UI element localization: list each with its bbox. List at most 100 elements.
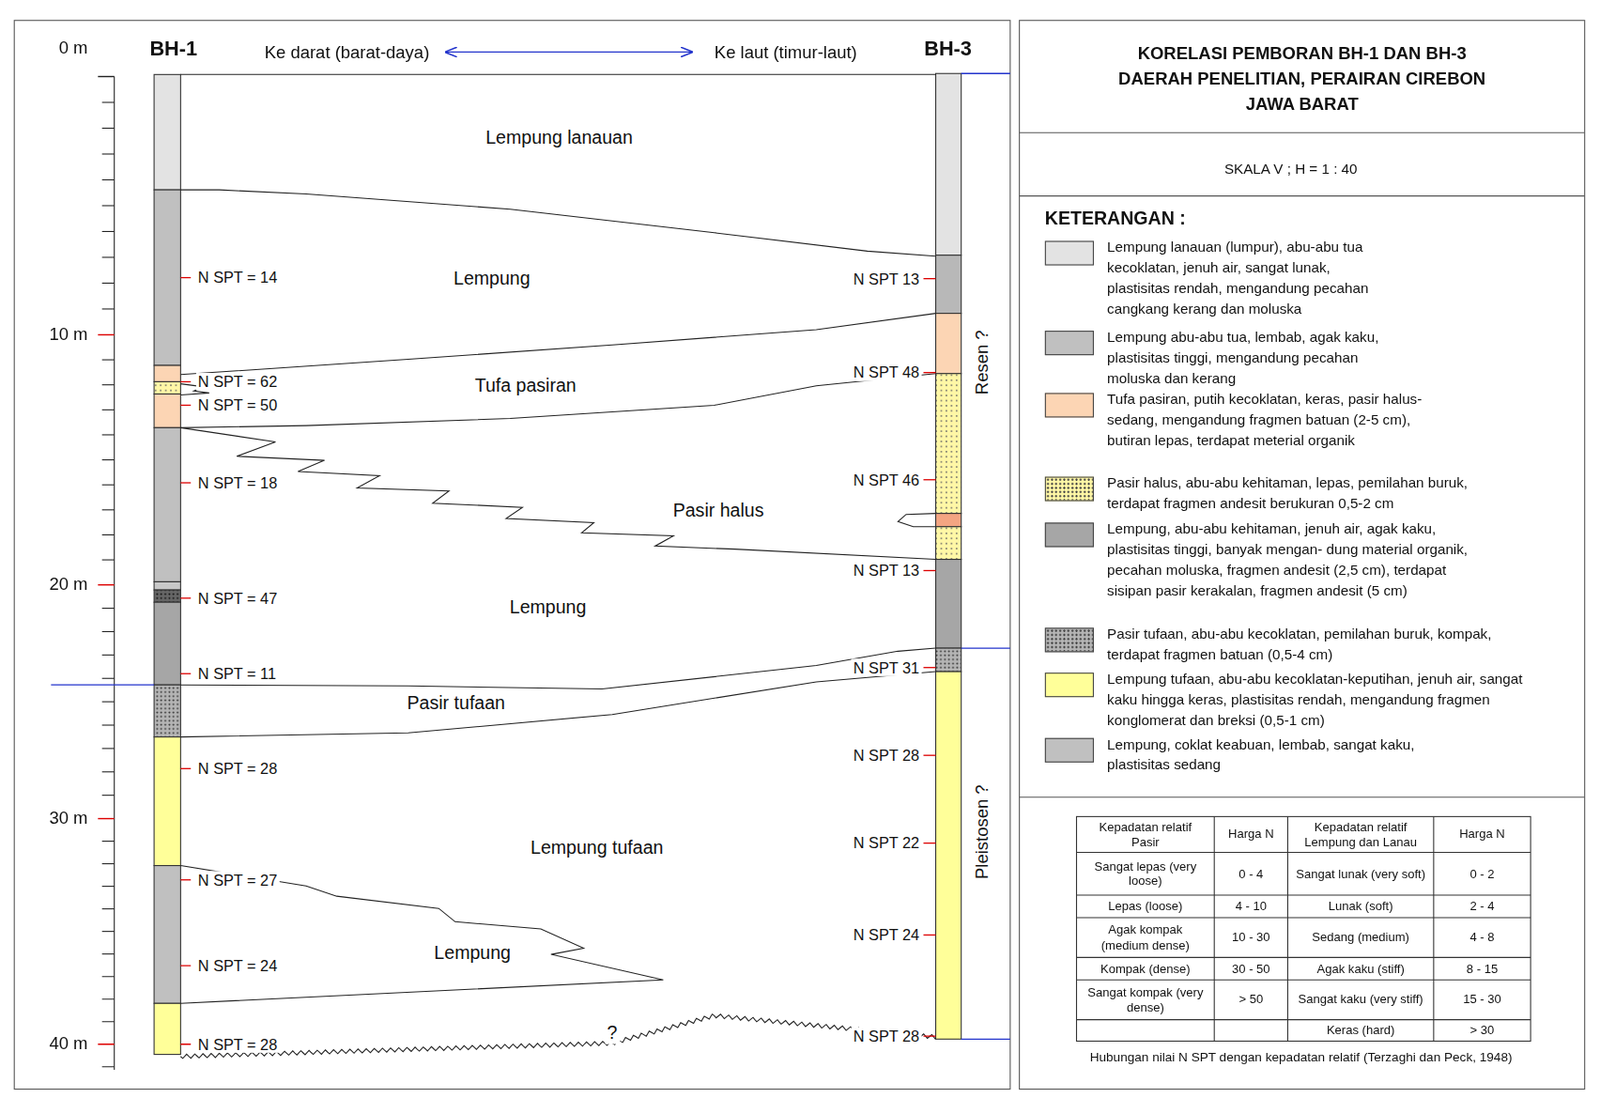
spt-value: N SPT = 27 [196,870,280,889]
table-cell: Agak kompak (medium dense) [1076,917,1216,957]
direction-label: Ke laut (timur-laut) [714,43,858,63]
age-label: Pleistosen ? [972,782,993,881]
depth-tick [102,179,115,181]
table-cell: Sangat lepas (very loose) [1076,851,1216,895]
depth-tick [97,334,114,336]
depth-label: 10 m [48,324,88,345]
depth-tick [102,770,115,772]
layer-name: Pasir halus [670,499,766,521]
table-cell: Sangat lunak (very soft) [1287,851,1433,895]
legend-swatch [1045,476,1094,502]
depth-tick [97,584,114,585]
spt-value: N SPT = 24 [196,956,280,975]
legend-swatch [1045,330,1094,355]
depth-tick [102,885,115,887]
depth-tick [102,723,115,725]
depth-tick [97,817,114,819]
legend-text: Lempung tufaan, abu-abu kecoklatan-keput… [1107,668,1536,730]
legend-text: Lempung, coklat keabuan, lembab, sangat … [1107,733,1434,774]
spt-value: N SPT 24 [851,925,923,944]
depth-tick [102,701,115,703]
depth-tick [102,484,115,486]
depth-label: 0 m [59,37,89,58]
spt-value: N SPT 28 [851,1027,923,1046]
depth-tick [102,384,115,385]
table-cell: Lepas (loose) [1076,894,1216,918]
table-cell: Sangat kaku (very stiff) [1287,979,1433,1019]
spt-value: N SPT = 11 [196,664,279,683]
layer-name: Lempung [431,942,513,964]
legend-swatch [1045,522,1094,547]
table-cell: Lunak (soft) [1287,894,1433,918]
depth-tick [102,359,115,361]
spt-value: N SPT = 14 [196,268,280,287]
spt-value: N SPT 31 [851,658,923,677]
table-cell: Harga N [1214,815,1288,852]
depth-tick [102,534,115,536]
depth-tick [102,256,115,258]
depth-tick [102,409,115,411]
depth-label: 30 m [48,808,88,829]
depth-tick [102,101,115,103]
depth-tick [102,559,115,561]
table-cell: 0 - 2 [1433,851,1531,895]
spt-value: N SPT 22 [851,833,923,852]
depth-tick [102,607,115,609]
table-cell: Agak kaku (stiff) [1287,956,1433,980]
depth-tick [102,930,115,932]
table-cell: 2 - 4 [1433,894,1531,918]
legend-swatch [1045,627,1094,652]
layer-name: Lempung tufaan [528,837,666,859]
legend-swatch [1045,240,1094,265]
legend-swatch [1045,738,1094,763]
legend-text: Tufa pasiran, putih kecoklatan, keras, p… [1107,388,1434,450]
depth-tick [102,433,115,435]
depth-tick [102,1065,115,1067]
layer-name: Lempung [451,267,533,289]
spt-value: N SPT = 62 [196,372,280,391]
layer-name: Tufa pasiran [472,375,578,397]
spt-value: N SPT = 50 [196,396,280,415]
depth-tick [102,975,115,977]
table-cell: > 30 [1433,1019,1531,1042]
depth-tick [102,998,115,1000]
legend-text: Pasir halus, abu-abu kehitaman, lepas, p… [1107,472,1495,513]
table-cell: Sangat kompak (very dense) [1076,979,1216,1019]
table-cell: Kepadatan relatif Pasir [1076,815,1216,852]
depth-tick [97,76,114,77]
borehole-name: BH-3 [923,37,972,62]
table-cell: 0 - 4 [1214,851,1288,895]
depth-tick [102,282,115,284]
legend-text: Lempung lanauan (lumpur), abu-abu tua ke… [1107,236,1388,319]
legend-swatch [1045,672,1094,697]
depth-tick [102,153,115,154]
scale-note: SKALA V ; H = 1 : 40 [1224,160,1358,177]
depth-tick [102,794,115,796]
table-cell: Harga N [1433,815,1531,852]
depth-tick [102,204,115,206]
table-cell: 10 - 30 [1214,917,1288,957]
layer-name: Lempung [507,596,589,617]
spt-value: N SPT 13 [851,561,923,580]
layer-name: Lempung lanauan [483,126,635,148]
spt-value: N SPT = 28 [196,759,280,778]
borehole-name: BH-1 [149,37,198,62]
table-cell: 30 - 50 [1214,956,1288,980]
depth-tick [102,230,115,232]
depth-tick [97,1043,114,1045]
legend-swatch [1045,392,1094,417]
depth-tick [102,953,115,954]
depth-tick [102,654,115,656]
table-cell: Keras (hard) [1287,1019,1433,1042]
spt-value: N SPT 48 [851,363,923,382]
table-cell: 15 - 30 [1433,979,1531,1019]
spt-value: N SPT = 28 [196,1034,280,1053]
table-cell: Kepadatan relatif Lempung dan Lanau [1287,815,1433,852]
depth-label: 20 m [48,574,88,595]
caption-text: Hubungan nilai N SPT dengan kepadatan re… [1090,1049,1513,1064]
spt-value: N SPT 13 [851,269,923,288]
depth-tick [102,459,115,461]
spt-value: N SPT = 18 [196,474,280,493]
spt-value: N SPT = 47 [196,588,280,607]
direction-label: Ke darat (barat-daya) [264,43,431,63]
